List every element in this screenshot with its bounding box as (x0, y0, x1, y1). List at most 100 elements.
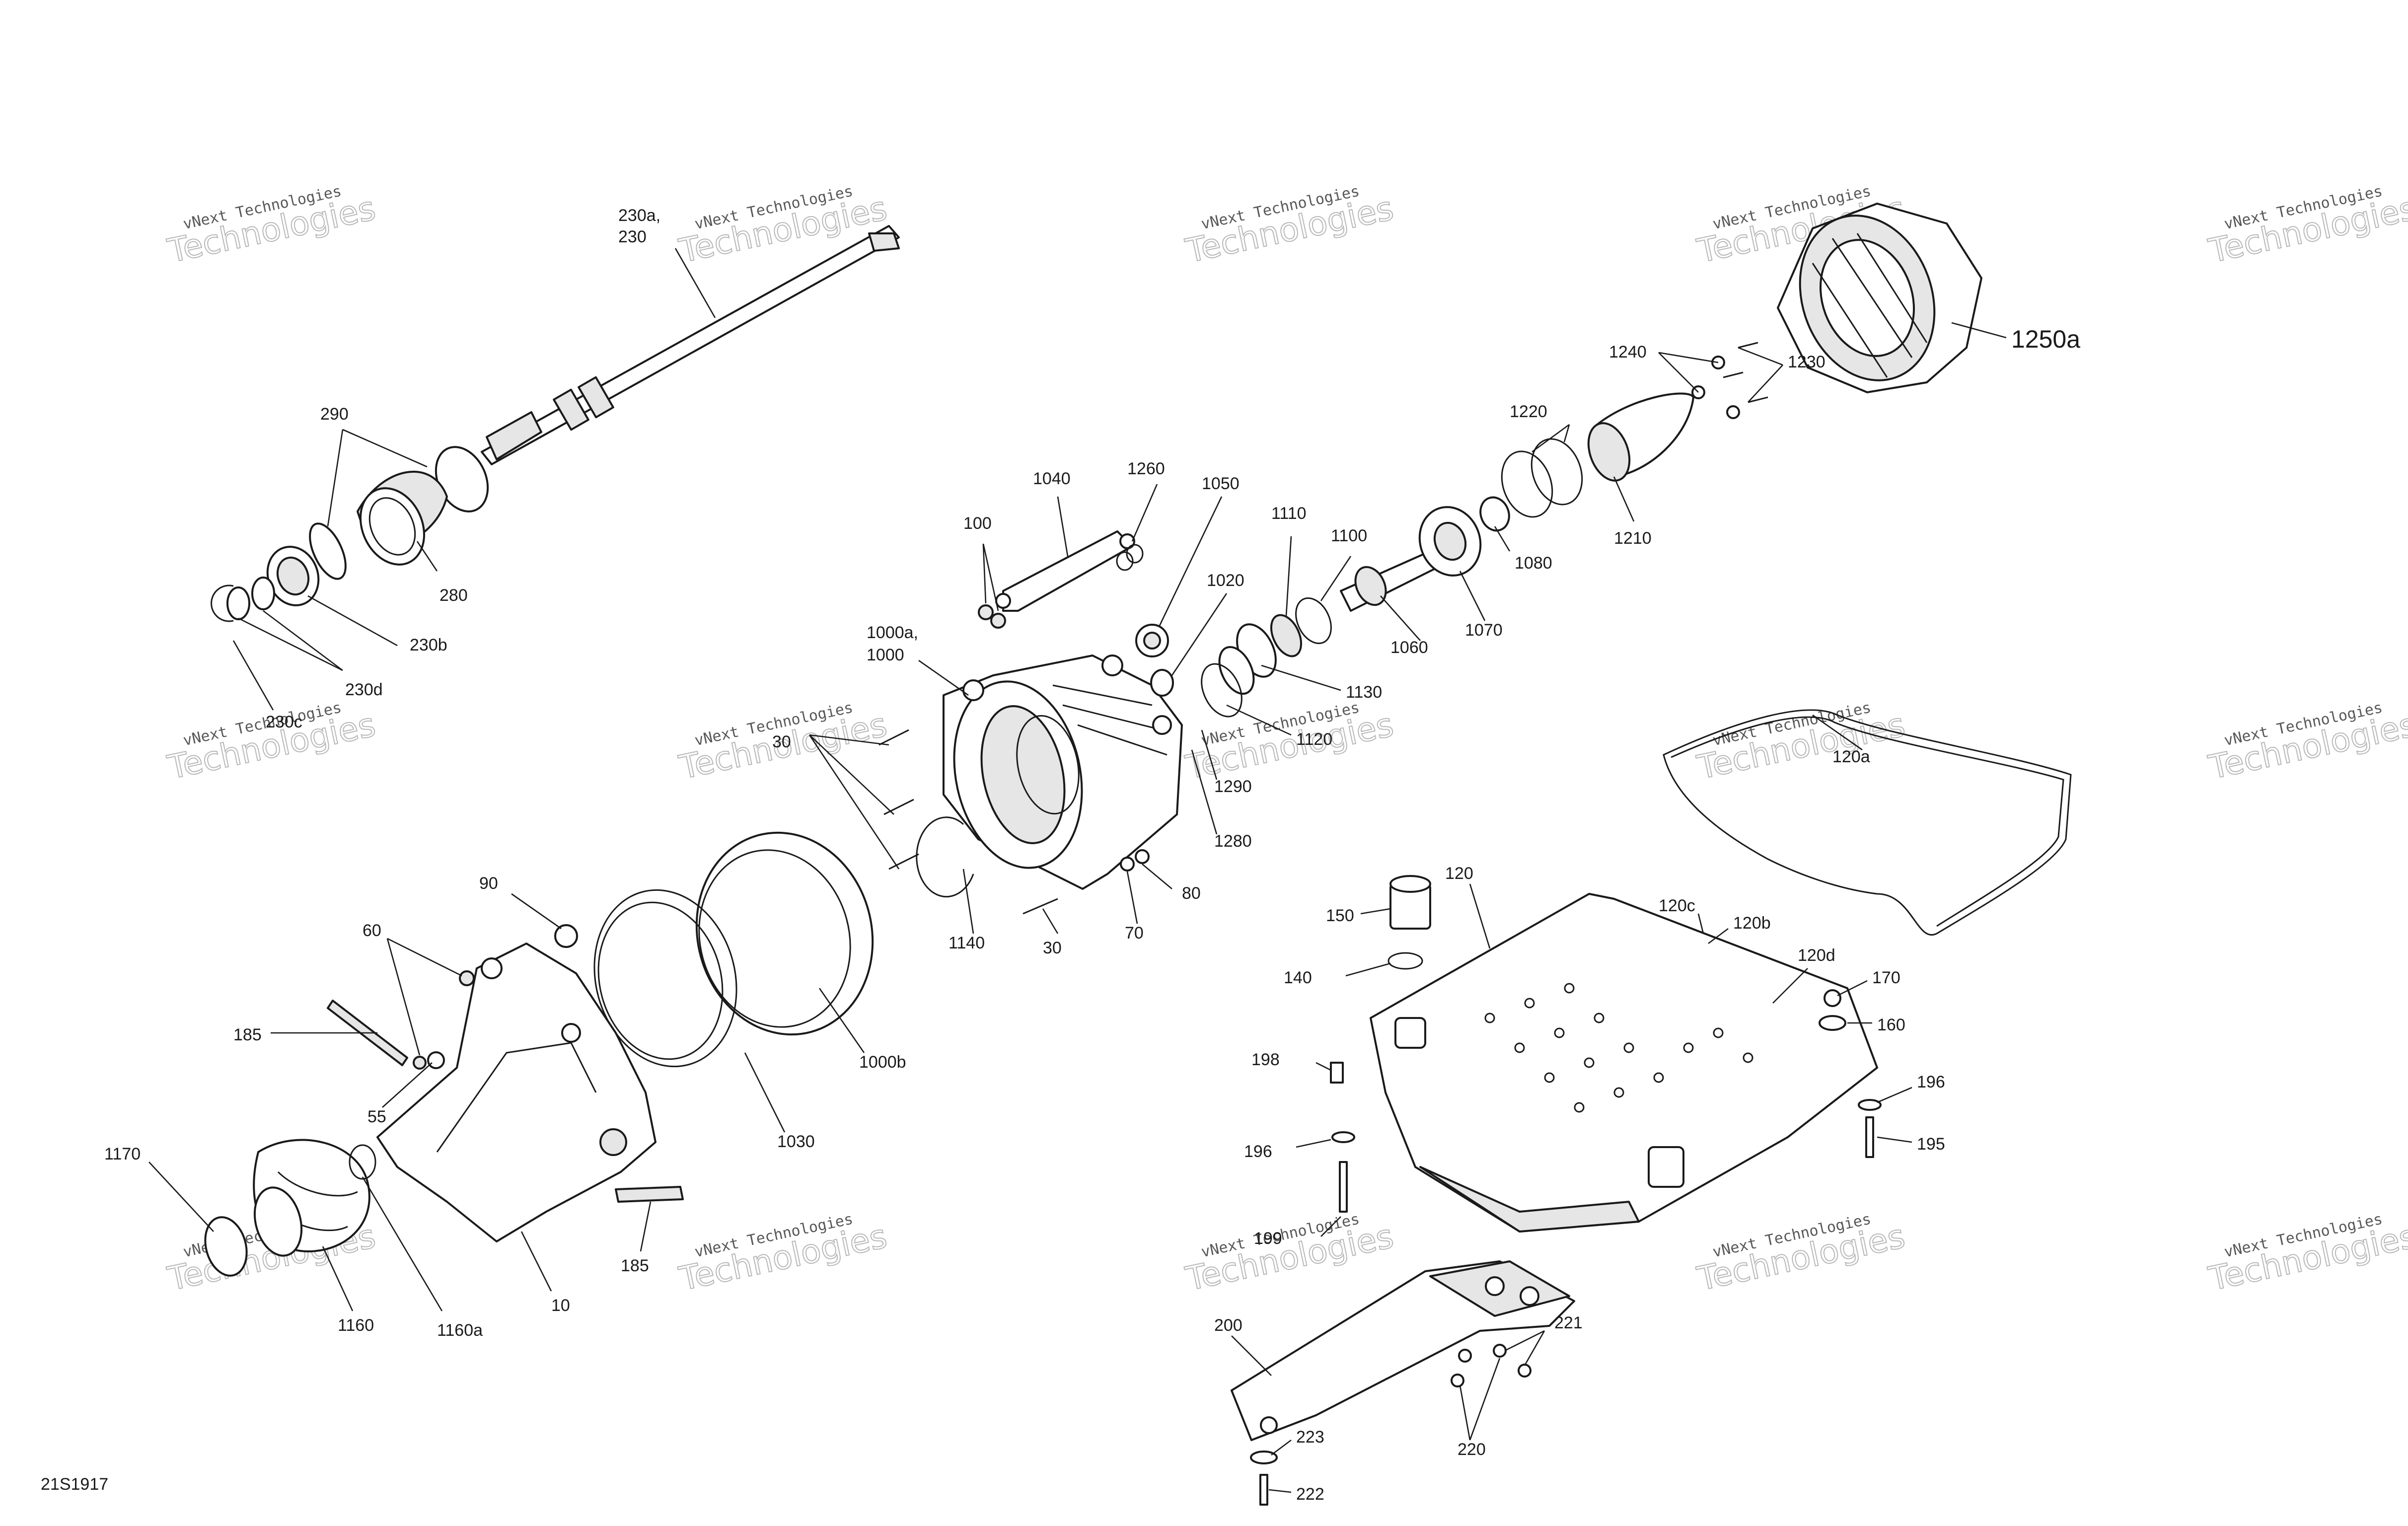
callout-label: 70 (1125, 924, 1144, 943)
callout-label: 1000b (859, 1053, 906, 1072)
callout-label: 1250a (2011, 325, 2080, 353)
callout-label: 199 (1254, 1229, 1282, 1248)
callout-label: 185 (233, 1025, 262, 1044)
callout-label: 120d (1798, 946, 1835, 965)
intake-grate (1231, 1260, 1575, 1441)
callout-label: 90 (479, 874, 498, 893)
callout-label: 120 (1445, 864, 1473, 883)
callout-label: 220 (1458, 1440, 1486, 1459)
callout-label: 223 (1296, 1428, 1324, 1447)
callout-label: 1110 (1271, 504, 1307, 523)
callout-label: 140 (1284, 968, 1312, 987)
ride-plate-holes (1484, 983, 1753, 1113)
ride-plate (1370, 893, 1878, 1233)
callout-label: 1000 (867, 646, 904, 664)
callout-label: 1160a (437, 1321, 483, 1340)
drive-shaft (481, 225, 900, 465)
callout-label: 1210 (1614, 529, 1652, 548)
callout-label: 1080 (1515, 554, 1552, 573)
callout-label: 1020 (1207, 571, 1244, 590)
callout-label: 230c (266, 713, 302, 731)
callout-label: 1000a, (867, 623, 918, 642)
callout-label: 230a, (618, 206, 660, 225)
callout-label: 150 (1326, 906, 1354, 925)
callout-label: 230 (618, 227, 647, 246)
callout-label: 80 (1182, 884, 1201, 903)
watermark: Technologies vNext Technologies (2205, 182, 2408, 271)
parts-layer (204, 203, 2072, 1506)
fasteners (1330, 989, 1882, 1213)
housing-bolts (878, 729, 1058, 915)
callout-label: 30 (772, 732, 791, 751)
callout-label: 10 (551, 1296, 570, 1315)
bearing (1418, 496, 1510, 577)
watermark: Technologies vNext Technologies (1693, 1210, 1909, 1299)
nozzle-cone (1587, 392, 1694, 482)
fitting (1387, 875, 1431, 970)
callout-label: 185 (621, 1256, 649, 1275)
callout-label: 160 (1877, 1016, 1905, 1034)
nuts (1120, 849, 1150, 872)
leader-lines (148, 248, 2007, 1493)
diagram-reference-code: 21S1917 (41, 1475, 108, 1494)
callout-label: 1240 (1609, 343, 1647, 362)
callout-label: 290 (320, 405, 349, 424)
callout-label: 198 (1251, 1050, 1280, 1069)
callout-label: 120b (1733, 914, 1771, 933)
callout-label: 196 (1917, 1073, 1945, 1091)
watermark: Technologies vNext Technologies (2205, 1210, 2408, 1299)
callout-label: 1050 (1202, 474, 1240, 493)
callout-label: 1260 (1127, 459, 1165, 478)
watermark: Technologies vNext Technologies (2205, 699, 2408, 787)
callout-label: 170 (1872, 968, 1900, 987)
callout-label: 221 (1554, 1313, 1583, 1332)
callout-label: 280 (439, 586, 468, 605)
bolts (1691, 342, 1768, 419)
intake-housing (376, 943, 657, 1242)
grate-fasteners (1250, 1344, 1532, 1506)
steering-nozzle (1777, 203, 1982, 393)
watermark: Technologies vNext Technologies (164, 182, 379, 271)
callout-label: 1280 (1214, 832, 1252, 851)
callout-label: 1140 (949, 934, 985, 952)
callout-label: 1130 (1346, 683, 1382, 702)
callout-label: 1100 (1331, 526, 1367, 545)
callout-label: 120a (1832, 747, 1870, 766)
drive-shaft-boot (309, 446, 489, 580)
studs (978, 604, 1006, 629)
watermark: Technologies vNext Technologies (1182, 699, 1397, 787)
gasket (1663, 709, 2072, 936)
callout-label: 1030 (777, 1132, 815, 1151)
pump-housing (943, 654, 1183, 890)
callout-label: 60 (363, 921, 381, 940)
callout-label: 1220 (1510, 402, 1547, 421)
callout-label: 30 (1043, 939, 1062, 957)
callout-label: 1230 (1788, 353, 1825, 371)
impeller (204, 1139, 376, 1277)
callout-label: 120c (1659, 896, 1695, 915)
watermark: Technologies vNext Technologies (1182, 182, 1397, 271)
callout-label: 230b (410, 636, 447, 654)
watermark: Technologies vNext Technologies (164, 699, 379, 787)
callout-label: 1070 (1465, 621, 1503, 640)
callout-label: 1120 (1296, 730, 1332, 749)
circlip (916, 816, 974, 898)
callout-label: 55 (367, 1107, 386, 1126)
callout-label: 1170 (104, 1145, 141, 1163)
seal-carrier (211, 546, 320, 622)
callout-label: 222 (1296, 1485, 1324, 1504)
o-rings (1501, 438, 1583, 518)
callout-label: 1040 (1033, 469, 1071, 488)
plug (1135, 624, 1174, 697)
callout-label: 1290 (1214, 777, 1252, 796)
watermark: Technologies vNext Technologies (1693, 699, 1909, 787)
watermark: Technologies vNext Technologies (1182, 1210, 1397, 1299)
callout-label: 200 (1214, 1316, 1242, 1335)
callout-label: 195 (1917, 1135, 1945, 1154)
seals (1201, 597, 1332, 718)
callout-label: 230d (345, 680, 383, 699)
callout-labels: 230a, 230 290 280 230b 230d 230c 1040 12… (104, 206, 2080, 1504)
callout-label: 1160 (338, 1316, 374, 1335)
small-hardware (413, 924, 578, 1070)
callout-label: 1060 (1390, 638, 1428, 657)
